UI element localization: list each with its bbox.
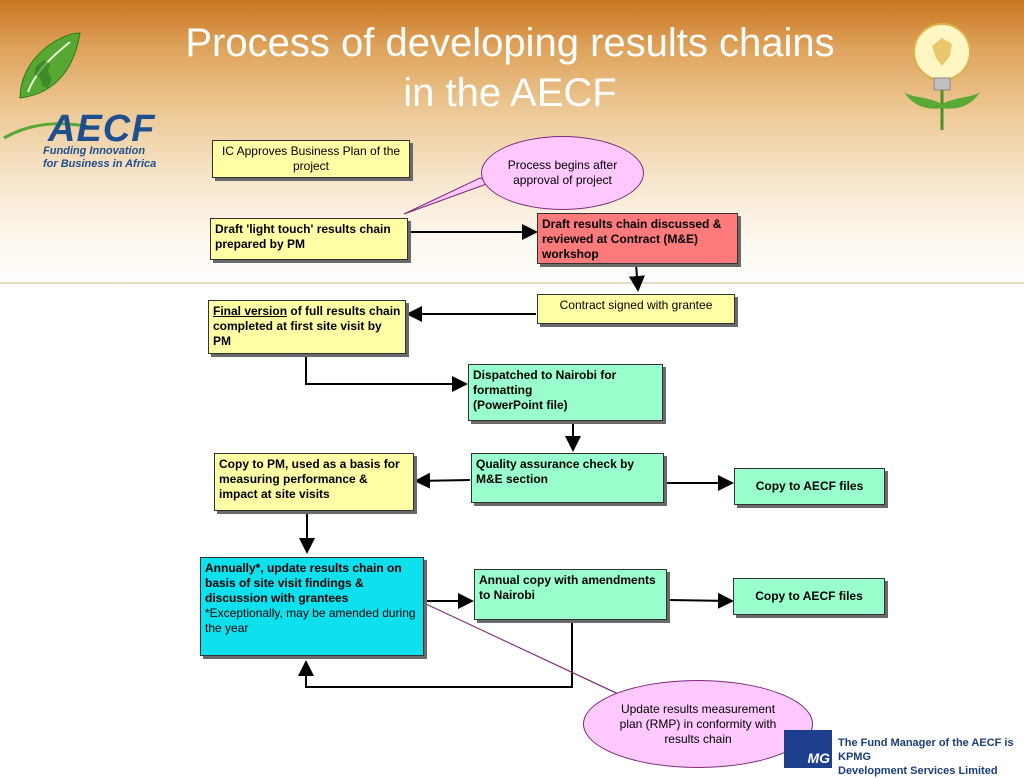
slide-title-line-2: in the AECF [403,71,617,115]
box-copy-to-aecf-files-1: Copy to AECF files [734,468,885,505]
arrow-final-to-dispatched [305,356,468,392]
box-ic-approves: IC Approves Business Plan of the project [212,140,410,178]
box-draft-discussed: Draft results chain discussed & reviewed… [537,213,738,264]
final-version-label: Final version [213,304,288,318]
box-annually-update: Annually*, update results chain on basis… [200,557,424,656]
arrow-workshop-to-contract [628,263,645,292]
logo-tagline-line-1: Funding Innovation [43,145,146,157]
callout-tail-process-begins [403,177,494,215]
slide-title-line-1: Process of developing results chains [185,21,835,65]
box-contract-signed: Contract signed with grantee [537,294,735,324]
slide-title: Process of developing results chains in … [140,18,880,118]
box-annual-copy: Annual copy with amendments to Nairobi [474,569,667,620]
dispatched-text: Dispatched to Nairobi for formatting [473,368,617,397]
leaf-africa-icon [3,32,96,140]
box-final-version: Final version of full results chain comp… [208,300,406,354]
final-version-text: of full results chain completed at first… [213,304,401,348]
box-draft-light-touch: Draft 'light touch' results chain prepar… [210,218,408,260]
arrow-loop-back-to-annually [298,620,573,688]
box-copy-to-aecf-files-2: Copy to AECF files [733,578,885,615]
footer-note: The Fund Manager of the AECF is KPMG Dev… [838,736,1024,778]
logo-tagline-line-2: for Business in Africa [43,158,157,170]
callout-update-rmp: Update results measurement plan (RMP) in… [583,680,813,768]
box-copy-to-pm: Copy to PM, used as a basis for measurin… [214,453,414,511]
logo-wordmark: AECF [48,108,156,150]
annually-footnote: *Exceptionally, may be amended during th… [205,606,416,635]
callout-process-begins: Process begins after approval of project [481,136,644,210]
dispatched-format: (PowerPoint file) [473,398,568,412]
kpmg-logo: MG [784,730,832,768]
lightbulb-plant-icon [896,12,986,132]
box-dispatched: Dispatched to Nairobi for formatting (Po… [468,364,663,421]
arrow-annual-copy-to-files [667,592,734,609]
box-quality-assurance: Quality assurance check by M&E section [471,453,664,503]
arrow-quality-to-copy-pm [414,472,471,489]
aecf-logo: AECF Funding Innovation for Business in … [0,28,160,170]
footer-note-line-1: The Fund Manager of the AECF is KPMG [838,737,1014,763]
footer-note-line-2: Development Services Limited [838,765,998,777]
annually-text: Annually*, update results chain on basis… [205,561,402,605]
header-divider [0,282,1024,284]
logo-tagline: Funding Innovation for Business in Afric… [43,145,156,171]
